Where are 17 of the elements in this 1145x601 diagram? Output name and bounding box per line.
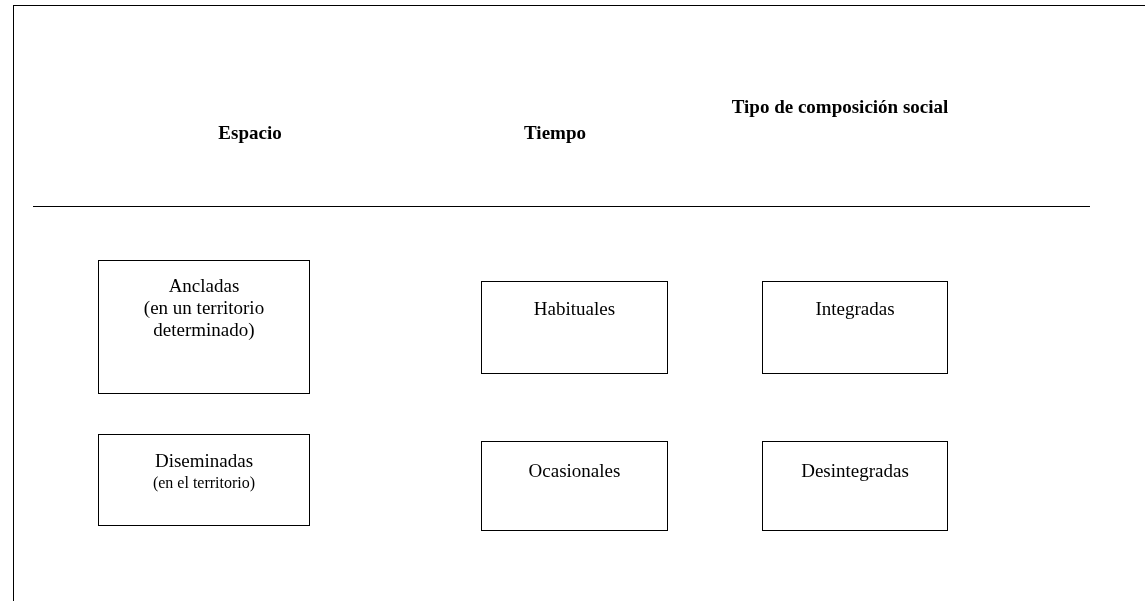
box-title: Diseminadas	[154, 450, 254, 472]
category-box	[98, 434, 310, 526]
category-box	[98, 260, 310, 394]
box-title: Ocasionales	[528, 460, 621, 482]
box-title: Desintegradas	[801, 460, 909, 482]
column-heading: Tiempo	[523, 122, 587, 144]
category-box	[481, 281, 668, 374]
box-title: Ancladas	[168, 275, 240, 297]
category-box	[762, 281, 948, 374]
category-box	[762, 441, 948, 531]
column-heading: Espacio	[217, 122, 283, 144]
box-note: (en un territorio determinado)	[142, 297, 266, 341]
box-note: (en el territorio)	[152, 473, 256, 494]
box-title: Integradas	[815, 298, 895, 320]
box-title: Habituales	[533, 298, 616, 320]
column-heading: Tipo de composición social	[730, 96, 950, 118]
category-box	[481, 441, 668, 531]
